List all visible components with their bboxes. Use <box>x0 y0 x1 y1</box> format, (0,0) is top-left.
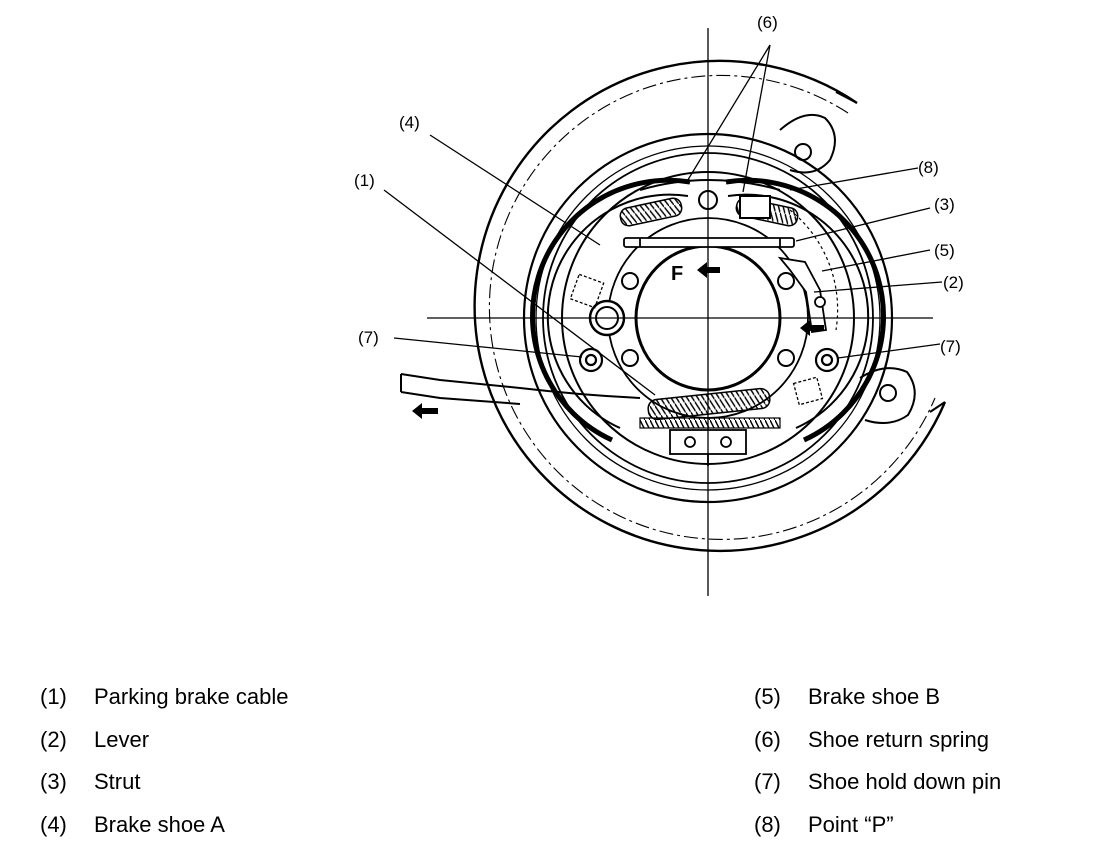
brake-shoe-b <box>725 177 886 443</box>
legend-item: (5) Brake shoe B <box>754 676 1001 719</box>
legend-label: Brake shoe B <box>808 684 941 709</box>
leader-lines <box>383 44 943 396</box>
legend-number: (2) <box>40 726 67 752</box>
direction-arrows <box>412 262 824 419</box>
cable-arrow-icon <box>412 403 438 419</box>
callout-7-right: (7) <box>940 337 961 356</box>
backing-plate <box>473 59 947 553</box>
brake-shoe-a <box>530 177 691 443</box>
callout-6: (6) <box>757 13 778 32</box>
legend-item: (4) Brake shoe A <box>40 804 288 847</box>
parking-brake-cable <box>400 373 641 405</box>
legend-number: (7) <box>754 769 781 794</box>
callout-2: (2) <box>943 273 964 292</box>
legend-label: Brake shoe A <box>94 811 225 837</box>
legend-label: Parking brake cable <box>94 684 289 709</box>
legend-item: (1) Parking brake cable <box>40 676 288 719</box>
legend-label: Shoe return spring <box>808 726 989 752</box>
legend-left-column: (1) Parking brake cable (2) Lever (3) Strut… <box>40 676 288 846</box>
center-lines <box>427 28 933 596</box>
legend-item: (6) Shoe return spring <box>754 719 1001 762</box>
lever-arrow-icon <box>800 320 824 336</box>
strut <box>623 237 795 248</box>
mounting-ear-top <box>779 114 836 174</box>
legend-item: (2) Lever <box>40 719 288 762</box>
callout-3: (3) <box>934 195 955 214</box>
legend-label: Lever <box>94 726 150 752</box>
legend-number: (6) <box>754 726 781 752</box>
callout-5: (5) <box>934 241 955 260</box>
forward-arrow-icon <box>697 262 720 278</box>
legend-label: Strut <box>94 769 141 794</box>
callout-7-left: (7) <box>358 328 379 347</box>
legend-number: (1) <box>40 684 67 709</box>
adjuster-parts <box>569 273 824 406</box>
forward-marker: F <box>671 263 683 285</box>
hold-down-pin-left <box>578 347 604 373</box>
legend-number: (4) <box>40 811 67 837</box>
brake-assembly-diagram: F (4) (1) (6) (8) (3) (5) (2) (7) (7) <box>354 13 964 596</box>
legend-item: (7) Shoe hold down pin <box>754 761 1001 804</box>
legend-number: (5) <box>754 684 781 709</box>
callout-8: (8) <box>918 158 939 177</box>
legend-label: Point “P” <box>808 811 894 837</box>
legend-label: Shoe hold down pin <box>808 769 1002 794</box>
callout-4: (4) <box>399 113 420 132</box>
shoe-return-springs <box>619 179 799 227</box>
legend-right-column: (5) Brake shoe B (6) Shoe return spring (7… <box>754 676 1001 846</box>
legend-item: (3) Strut <box>40 761 288 804</box>
legend-item: (8) Point “P” <box>754 804 1001 847</box>
callout-1: (1) <box>354 171 375 190</box>
legend-number: (3) <box>40 769 67 794</box>
hold-down-pin-right <box>814 347 840 373</box>
legend-number: (8) <box>754 811 781 837</box>
